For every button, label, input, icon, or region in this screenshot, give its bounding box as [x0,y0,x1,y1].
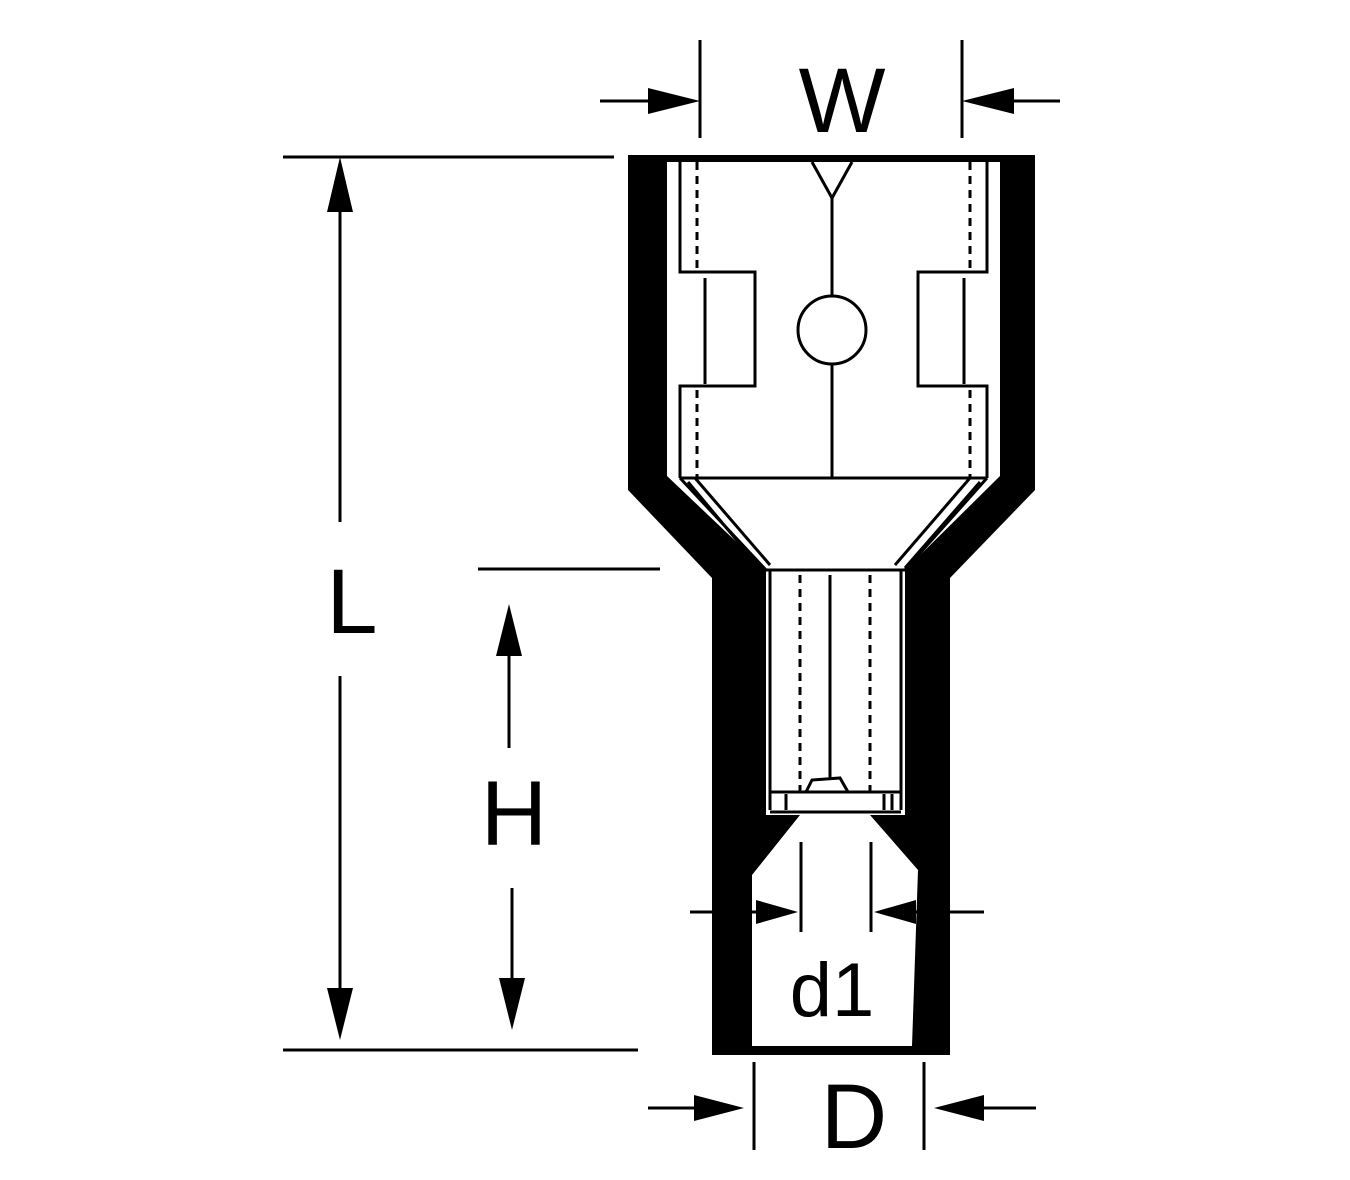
outer-diameter-label: D [821,1066,887,1168]
height-label: H [481,763,547,865]
length-label: L [326,551,377,653]
dimension-width [600,40,1060,138]
dimension-outer-diameter [648,1062,1036,1150]
width-label: W [799,50,886,152]
dimension-length [283,155,638,1052]
dimension-height [478,567,660,1030]
inner-diameter-label: d1 [790,948,875,1033]
dimension-inner-diameter [690,842,984,932]
female-contact [678,161,989,814]
